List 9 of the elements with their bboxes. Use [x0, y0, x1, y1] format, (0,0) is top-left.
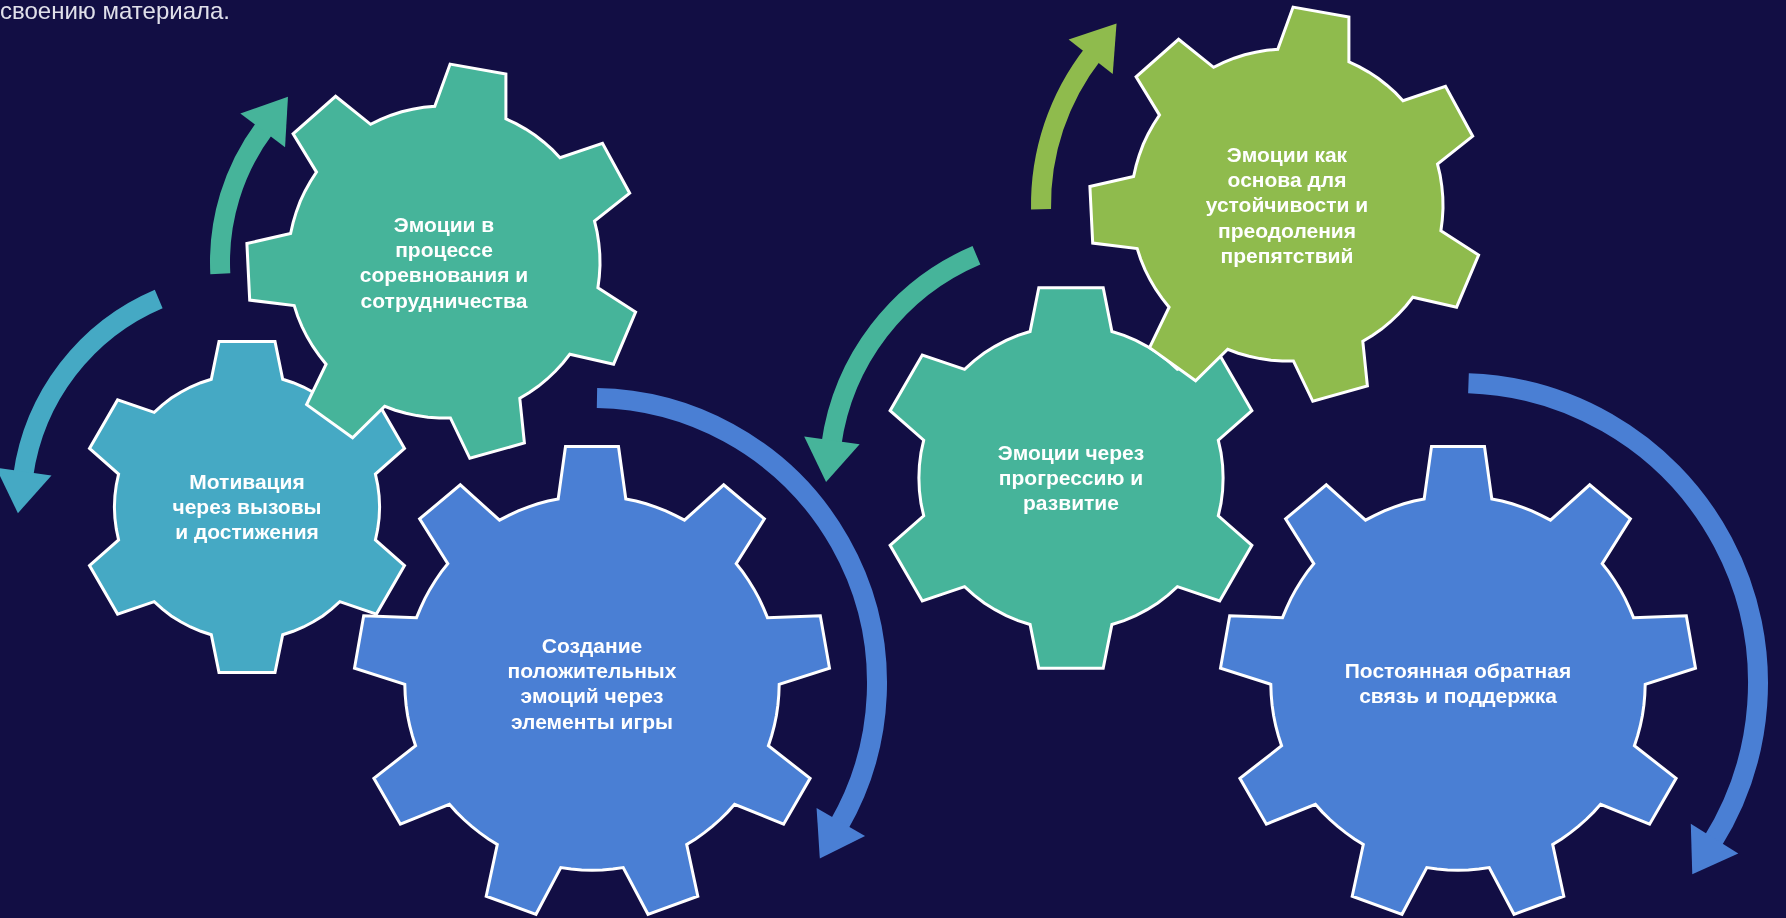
gear-label: Мотивация через вызовы и достижения: [172, 469, 322, 545]
gear-label: Эмоции через прогрессию и развитие: [996, 440, 1146, 516]
gear-label: Эмоции как основа для устойчивости и преодоления препятствий: [1204, 142, 1370, 268]
gear-label: Эмоции в процессе соревнования и сотрудничества: [358, 211, 530, 313]
gear-label: Создание положительных эмоций через элементы игры: [506, 632, 678, 734]
gear: [1218, 443, 1698, 918]
gear-label: Постоянная обратная связь и поддержка: [1343, 657, 1573, 709]
text-fragment: своению материала.: [0, 0, 230, 25]
gear: [352, 443, 832, 918]
